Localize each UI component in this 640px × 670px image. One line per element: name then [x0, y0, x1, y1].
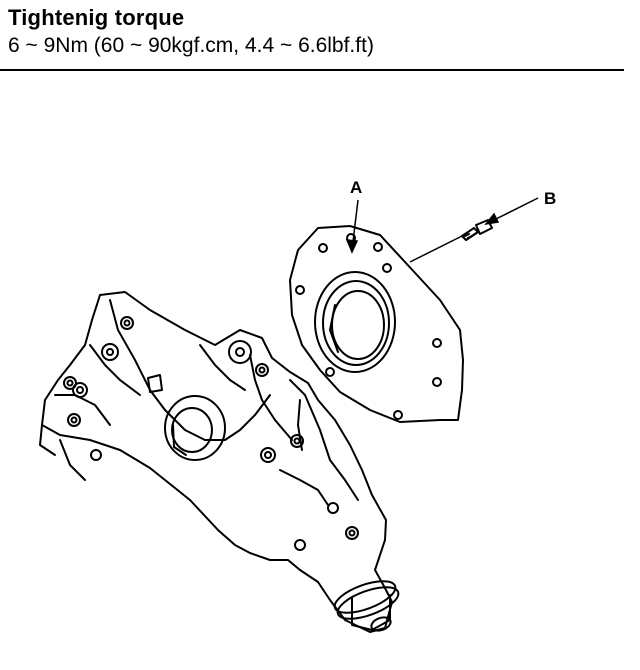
bolt [461, 219, 493, 241]
header-divider [0, 69, 624, 71]
callout-leaders [345, 197, 539, 263]
torque-spec-header: Tightenig torque 6 ~ 9Nm (60 ~ 90kgf.cm,… [8, 4, 628, 60]
crankshaft-end [333, 580, 400, 632]
callout-b-label: B [544, 189, 556, 208]
rear-oil-seal-case [289, 225, 464, 423]
front-case-housing [39, 291, 393, 633]
callout-a-label: A [350, 178, 362, 197]
torque-spec-value: 6 ~ 9Nm (60 ~ 90kgf.cm, 4.4 ~ 6.6lbf.ft) [8, 34, 374, 57]
page-title: Tightenig torque [8, 5, 185, 30]
